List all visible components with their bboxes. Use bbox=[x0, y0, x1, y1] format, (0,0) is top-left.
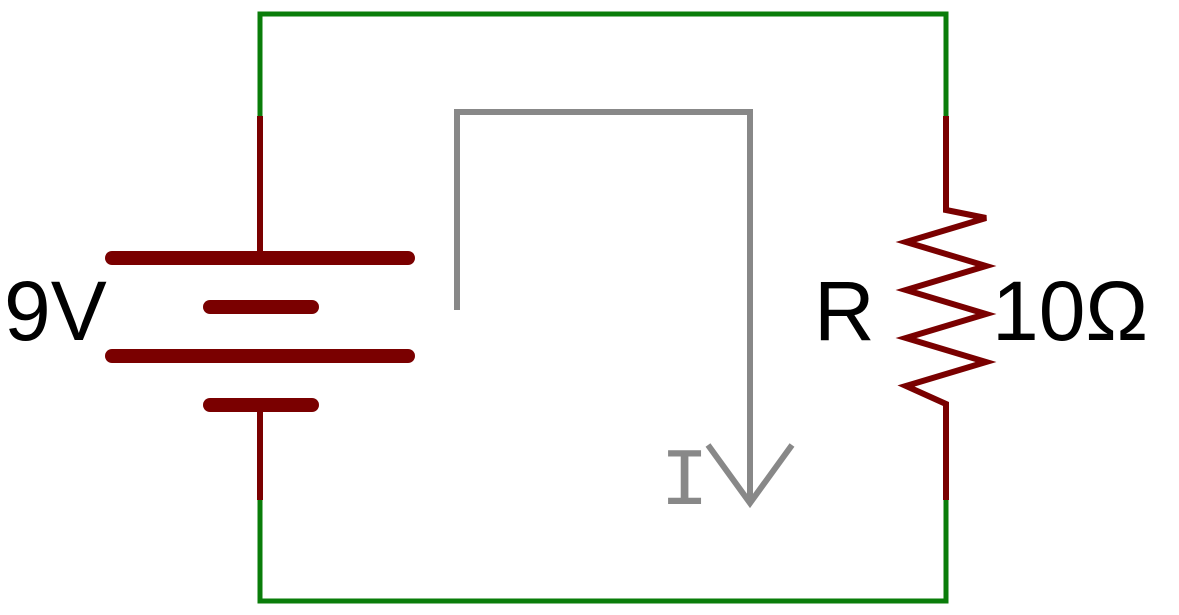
resistor-value-label: 10Ω bbox=[992, 264, 1148, 358]
top-wire bbox=[257, 11, 949, 121]
current-label: I bbox=[660, 436, 709, 529]
current-arrow-path bbox=[454, 109, 753, 503]
resistor-name-label: R bbox=[814, 264, 875, 358]
battery: 9V bbox=[4, 116, 415, 500]
resistor-zigzag bbox=[895, 116, 997, 500]
battery-voltage-label: 9V bbox=[4, 264, 107, 358]
arrow-head-icon bbox=[705, 443, 795, 509]
current-arrow: I bbox=[454, 109, 795, 529]
circuit-wires bbox=[257, 11, 949, 604]
resistor: R 10Ω bbox=[814, 116, 1148, 500]
bottom-wire bbox=[257, 497, 949, 604]
